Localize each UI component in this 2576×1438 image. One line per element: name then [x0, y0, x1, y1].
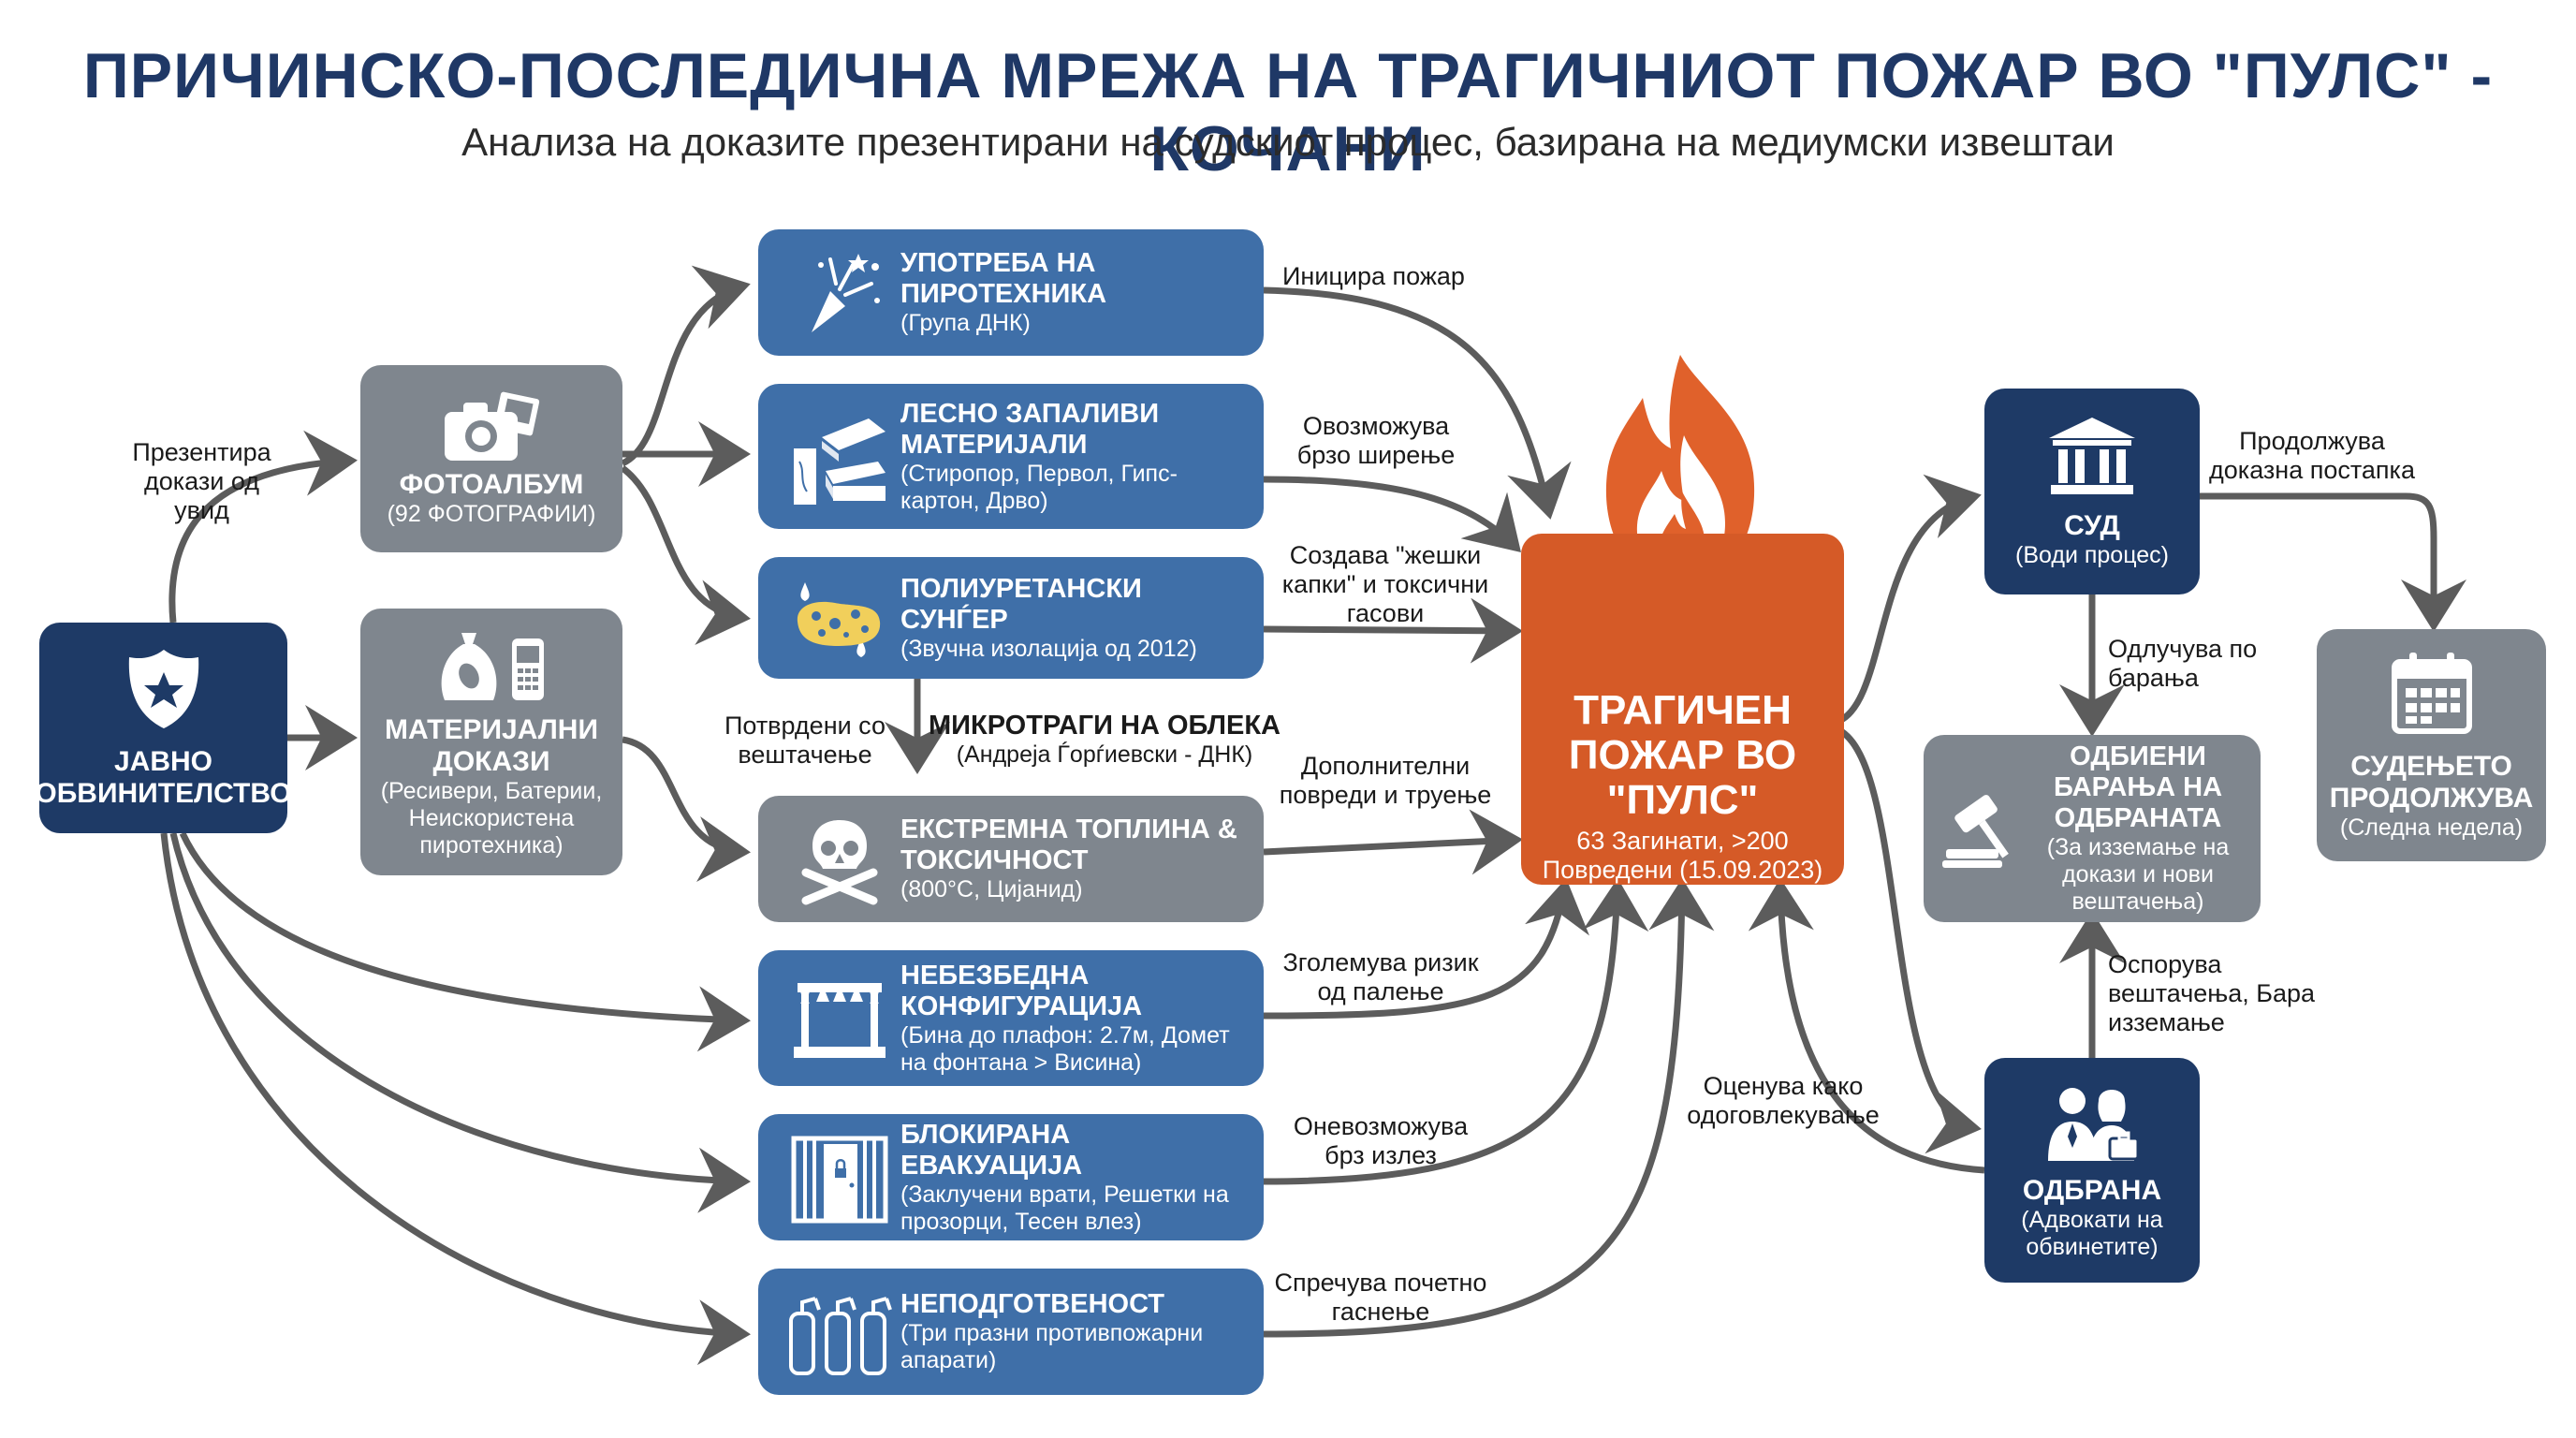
label-injuries: Дополнителни повреди и труење — [1279, 752, 1492, 809]
node-prosecution-title: ЈАВНО ОБВИНИТЕЛСТВО — [35, 746, 292, 809]
edge-pyro-fire — [1263, 286, 1572, 520]
node-material-evidence-title: МАТЕРИЈАЛНИ ДОКАЗИ — [384, 713, 599, 777]
edge-prosecution-photo — [168, 430, 358, 624]
node-unprepared-sub: (Три празни противпожарни апарати) — [900, 1320, 1204, 1373]
node-evacuation-sub: (Заклучени врати, Решетки на прозорци, Т… — [900, 1181, 1229, 1235]
materials-icon — [779, 396, 900, 518]
node-unprepared-title: НЕПОДГОТВЕНОСТ — [900, 1289, 1165, 1319]
node-microtraces: МИКРОТРАГИ НА ОБЛЕКА (Андреја Ѓорѓиевски… — [927, 712, 1282, 770]
node-foam-title: ПОЛИУРЕТАНСКИ СУНЃЕР — [900, 573, 1142, 635]
edge-prosecution-evacuation — [169, 832, 751, 1213]
node-flammable[interactable]: ЛЕСНО ЗАПАЛИВИ МАТЕРИЈАЛИ (Стиропор, Пер… — [758, 384, 1264, 529]
node-fire-title: ТРАГИЧЕН ПОЖАР ВО "ПУЛС" — [1568, 687, 1797, 823]
edge-prosecution-config — [179, 831, 751, 1052]
node-foam-sub: (Звучна изолација од 2012) — [900, 635, 1197, 662]
node-heat[interactable]: ЕКСТРЕМНА ТОПЛИНА & ТОКСИЧНОСТ (800°C, Ц… — [758, 796, 1264, 922]
edge-heat-fire — [1263, 809, 1523, 875]
node-material-evidence-sub: (Ресивери, Батерии, Неискористена пироте… — [380, 777, 603, 858]
node-pyro-title: УПОТРЕБА НА ПИРОТЕХНИКА — [900, 248, 1107, 309]
node-fire[interactable]: ТРАГИЧЕН ПОЖАР ВО "ПУЛС" 63 Загинати, >2… — [1521, 534, 1844, 885]
edge-flammable-fire — [1263, 476, 1521, 552]
stage-icon — [779, 958, 900, 1079]
node-photo-album-sub: (92 ФОТОГРАФИИ) — [387, 501, 596, 527]
label-spread: Овозможува брзо ширење — [1296, 412, 1456, 469]
node-heat-title: ЕКСТРЕМНА ТОПЛИНА & ТОКСИЧНОСТ — [900, 814, 1237, 875]
edge-photo-foam — [620, 465, 751, 645]
courthouse-icon — [2045, 414, 2139, 503]
page-subtitle: Анализа на доказите презентирани на судс… — [461, 120, 2115, 164]
node-evacuation[interactable]: БЛОКИРАНА ЕВАКУАЦИЈА (Заклучени врати, Р… — [758, 1114, 1264, 1240]
edge-evacuation-fire — [1263, 878, 1649, 1185]
node-microtraces-sub: (Андреја Ѓорѓиевски - ДНК) — [956, 741, 1253, 768]
node-court-title: СУД — [2064, 510, 2120, 541]
node-pyro[interactable]: УПОТРЕБА НА ПИРОТЕХНИКА (Група ДНК) — [758, 229, 1264, 356]
fire-extinguishers-icon — [779, 1271, 900, 1393]
node-photo-album-title: ФОТОАЛБУМ — [399, 469, 584, 500]
node-heat-sub: (800°C, Цијанид) — [900, 876, 1083, 902]
edge-prosecution-unprepared — [160, 832, 751, 1366]
node-trial-title: СУДЕЊЕТО ПРОДОЛЖУВА — [2329, 751, 2534, 814]
edge-fire-court — [1837, 474, 1982, 725]
locked-door-icon — [779, 1117, 900, 1239]
gavel-icon — [1937, 782, 2030, 875]
edge-defense-fire — [1748, 878, 1985, 1174]
lawyers-icon — [2041, 1080, 2144, 1169]
evidence-bag-phone-icon — [426, 625, 557, 714]
label-prevent: Спречува почетно гаснење — [1274, 1269, 1487, 1326]
label-continues: Продолжува доказна постапка — [2209, 427, 2415, 484]
edge-material-heat — [622, 736, 751, 882]
fireworks-icon — [779, 232, 900, 354]
node-prosecution[interactable]: ЈАВНО ОБВИНИТЕЛСТВО — [35, 623, 292, 833]
node-unprepared[interactable]: НЕПОДГОТВЕНОСТ (Три празни противпожарни… — [758, 1269, 1264, 1395]
label-confirmed: Потврдени со вештачење — [724, 712, 886, 769]
node-fire-sub: 63 Загинати, >200 Повредени (15.09.2023) — [1542, 827, 1823, 884]
node-config-sub: (Бина до плафон: 2.7м, Домет на фонтана … — [900, 1021, 1230, 1076]
node-court[interactable]: СУД (Води процес) — [1984, 389, 2200, 594]
skull-crossbones-icon — [779, 799, 900, 920]
node-rejected-sub: (За изземање на докази и нови вештачења) — [2046, 834, 2230, 915]
node-defense[interactable]: ОДБРАНА (Адвокати на обвинетите) — [1984, 1058, 2200, 1283]
label-contests: Оспорува вештачења, Бара изземање — [2108, 950, 2316, 1036]
edge-court-trial — [2200, 492, 2466, 632]
sponge-icon — [779, 557, 900, 679]
node-defense-sub: (Адвокати на обвинетите) — [2021, 1206, 2163, 1260]
label-risk: Зголемува ризик од палење — [1282, 948, 1479, 1005]
node-flammable-sub: (Стиропор, Первол, Гипс-картон, Дрво) — [900, 460, 1178, 514]
label-liability: Оценува како одоговлекување — [1687, 1072, 1880, 1129]
node-photo-album[interactable]: ФОТОАЛБУМ (92 ФОТОГРАФИИ) — [360, 365, 622, 552]
node-defense-title: ОДБРАНА — [2022, 1174, 2162, 1206]
label-exit: Оневозможува брз излез — [1293, 1112, 1469, 1169]
node-trial-sub: (Следна недела) — [2339, 814, 2524, 841]
edge-photo-pyro — [621, 265, 751, 467]
node-config-title: НЕБЕЗБЕДНА КОНФИГУРАЦИЈА — [900, 960, 1143, 1021]
label-initiates: Иницира пожар — [1282, 262, 1465, 290]
edge-unprepared-fire — [1263, 878, 1715, 1338]
node-court-sub: (Води процес) — [2015, 542, 2169, 568]
node-foam[interactable]: ПОЛИУРЕТАНСКИ СУНЃЕР (Звучна изолација о… — [758, 557, 1264, 679]
node-pyro-sub: (Група ДНК) — [900, 310, 1031, 336]
page-title: ПРИЧИНСКО-ПОСЛЕДИЧНА МРЕЖА НА ТРАГИЧНИОТ… — [82, 40, 2494, 184]
node-flammable-title: ЛЕСНО ЗАПАЛИВИ МАТЕРИЈАЛИ — [900, 398, 1160, 460]
edge-foam-fire — [1263, 597, 1523, 664]
node-microtraces-title: МИКРОТРАГИ НА ОБЛЕКА — [929, 711, 1281, 741]
label-presents: Презентира докази од увид — [132, 438, 271, 524]
node-rejected-title: ОДБИЕНИ БАРАЊА НА ОДБРАНАТА — [2053, 741, 2223, 833]
node-evacuation-title: БЛОКИРАНА ЕВАКУАЦИЈА — [900, 1119, 1083, 1181]
police-badge-icon — [124, 646, 204, 737]
calendar-icon — [2387, 649, 2477, 743]
node-trial[interactable]: СУДЕЊЕТО ПРОДОЛЖУВА (Следна недела) — [2317, 629, 2546, 861]
camera-photos-icon — [435, 389, 548, 469]
node-rejected[interactable]: ОДБИЕНИ БАРАЊА НА ОДБРАНАТА (За изземање… — [1924, 735, 2261, 922]
label-decides: Одлучува по барања — [2108, 635, 2258, 692]
label-drops: Создава "жешки капки" и токсични гасови — [1281, 541, 1489, 627]
edge-fire-defense — [1837, 726, 1982, 1154]
edge-config-fire — [1263, 878, 1589, 1020]
node-material-evidence[interactable]: МАТЕРИЈАЛНИ ДОКАЗИ (Ресивери, Батерии, Н… — [360, 609, 622, 875]
node-config[interactable]: НЕБЕЗБЕДНА КОНФИГУРАЦИЈА (Бина до плафон… — [758, 950, 1264, 1086]
